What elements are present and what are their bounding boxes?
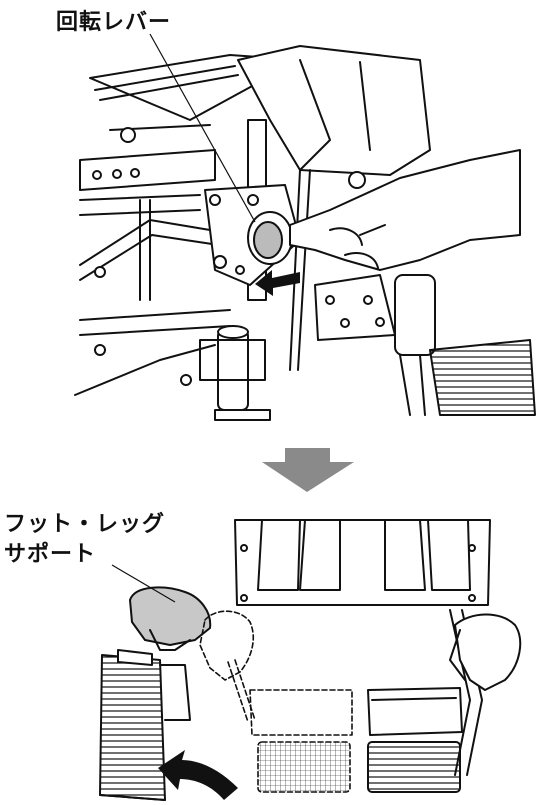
rotation-lever-label: 回転レバー [56, 10, 172, 35]
rotation-lever-leader-line [149, 33, 256, 223]
footrest-label-line1: フット・レッグ [4, 512, 166, 537]
footrest-label: フット・レッグ サポート [4, 510, 165, 570]
down-arrow-icon [262, 448, 354, 492]
footrest-leader-line [111, 564, 176, 603]
wheelchair-footrest-illustration [99, 519, 522, 801]
wheelchair-lever-illustration [74, 45, 536, 421]
footrest-label-line2: サポート [4, 542, 97, 567]
curved-arrow-icon [158, 750, 238, 800]
left-arrow-icon [255, 270, 300, 296]
